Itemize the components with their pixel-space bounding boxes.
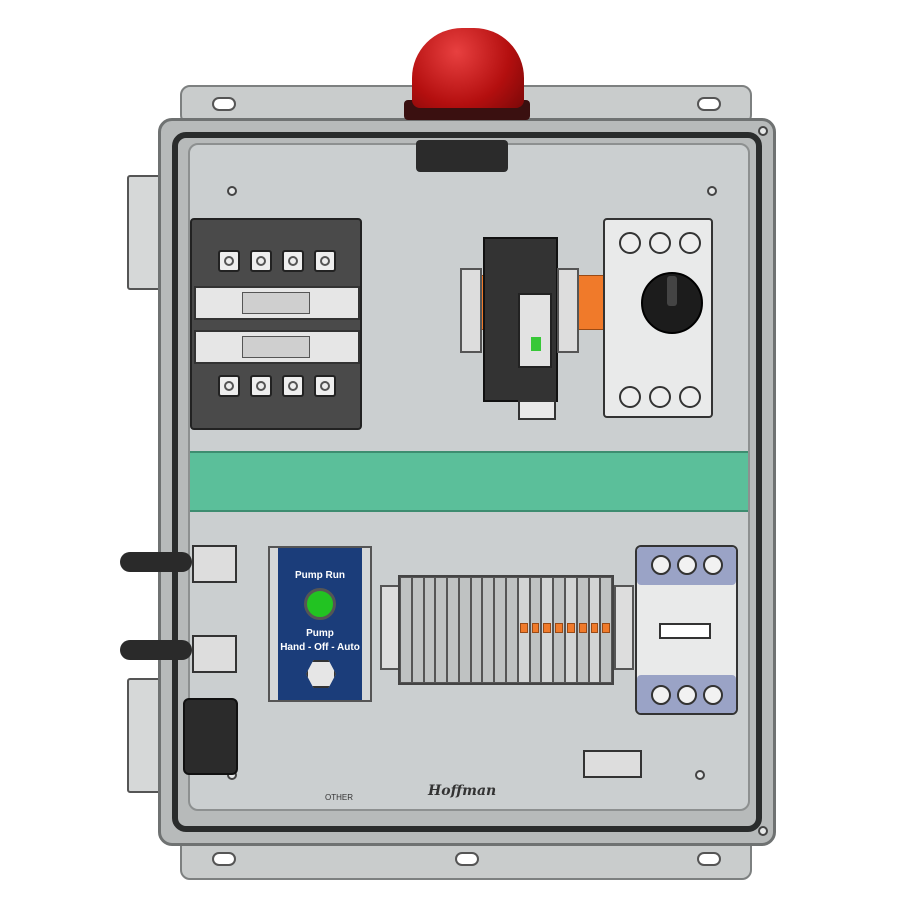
terminal-jumper bbox=[531, 623, 540, 633]
mount-slot bbox=[212, 852, 236, 866]
terminal-block bbox=[482, 577, 495, 683]
terminal-jumper bbox=[590, 623, 599, 633]
end-stop bbox=[460, 268, 482, 353]
fuse bbox=[194, 330, 360, 364]
terminal-jumper bbox=[602, 623, 611, 633]
float-switch-cord-grip bbox=[120, 640, 192, 660]
contactor-label-window bbox=[659, 623, 711, 639]
terminal-block bbox=[494, 577, 507, 683]
terminal-block bbox=[553, 577, 565, 683]
hoa-faceplate: Pump Run Pump Hand - Off - Auto bbox=[278, 548, 362, 700]
terminal-jumper bbox=[578, 623, 587, 633]
terminal-block bbox=[588, 577, 601, 683]
beacon-base bbox=[416, 140, 508, 172]
door-hinge bbox=[127, 678, 161, 793]
pump-run-indicator-light bbox=[304, 588, 336, 620]
relay bbox=[518, 293, 552, 368]
mount-slot bbox=[212, 97, 236, 111]
terminal-jumper bbox=[543, 623, 552, 633]
terminal-block bbox=[411, 577, 424, 683]
terminal-jumper bbox=[519, 623, 528, 633]
door-hinge bbox=[127, 175, 161, 290]
terminal-block bbox=[470, 577, 483, 683]
hoa-station: Pump Run Pump Hand - Off - Auto bbox=[268, 546, 372, 702]
power-cord-grip bbox=[183, 698, 238, 775]
contactor bbox=[635, 545, 738, 715]
terminal-block bbox=[458, 577, 471, 683]
end-stop bbox=[380, 585, 400, 670]
mold-mark: OTHER bbox=[325, 793, 353, 802]
enclosure-screw bbox=[758, 126, 768, 136]
terminal-jumper bbox=[555, 623, 563, 633]
wire-duct-strip bbox=[190, 451, 748, 512]
small-switch bbox=[583, 750, 642, 778]
panel-screw bbox=[695, 770, 705, 780]
terminal-jumper bbox=[566, 623, 575, 633]
relay-status-led bbox=[531, 337, 541, 351]
terminal-block bbox=[517, 577, 530, 683]
red-beacon-light bbox=[412, 28, 524, 108]
terminal-block bbox=[529, 577, 542, 683]
panel-screw bbox=[707, 186, 717, 196]
terminal-block bbox=[400, 577, 412, 683]
end-stop bbox=[614, 585, 634, 670]
door-gasket bbox=[172, 132, 762, 832]
terminal-block-strip bbox=[398, 575, 614, 685]
terminal-block bbox=[423, 577, 436, 683]
terminal-block bbox=[447, 577, 459, 683]
rotary-knob[interactable] bbox=[641, 272, 703, 334]
terminal-block bbox=[564, 577, 577, 683]
end-stop bbox=[557, 268, 579, 353]
terminal-block bbox=[435, 577, 448, 683]
motor-starter bbox=[603, 218, 713, 418]
hand-off-auto-switch[interactable] bbox=[306, 660, 336, 688]
hoffman-logo: Hoffman bbox=[428, 783, 497, 799]
terminal-lug bbox=[192, 545, 237, 583]
hoa-label-line1: Pump bbox=[306, 628, 334, 639]
terminal-lug bbox=[192, 635, 237, 673]
panel-screw bbox=[227, 186, 237, 196]
terminal-block bbox=[600, 577, 613, 683]
hoa-label-line2: Hand - Off - Auto bbox=[280, 642, 360, 653]
terminal-block bbox=[576, 577, 589, 683]
float-switch-cord-grip bbox=[120, 552, 192, 572]
pump-run-label: Pump Run bbox=[295, 570, 345, 581]
mount-slot bbox=[455, 852, 479, 866]
relay-tab bbox=[518, 400, 556, 420]
fuse-terminal-block bbox=[190, 218, 362, 430]
mount-slot bbox=[697, 852, 721, 866]
enclosure-screw bbox=[758, 826, 768, 836]
terminal-block bbox=[506, 577, 518, 683]
terminal-block bbox=[541, 577, 554, 683]
mount-slot bbox=[697, 97, 721, 111]
